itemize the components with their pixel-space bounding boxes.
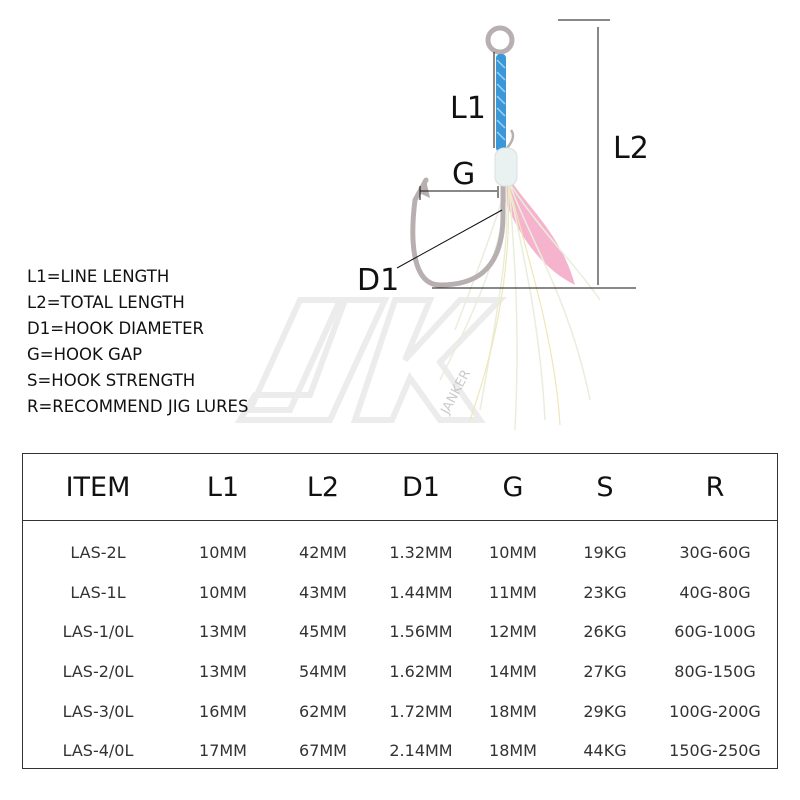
header-l1: L1 <box>206 471 240 503</box>
cell-s: 19KG <box>583 543 627 563</box>
cell-l2: 42MM <box>299 543 347 563</box>
cell-r: 150G-250G <box>669 741 761 761</box>
cell-l2: 43MM <box>299 582 347 602</box>
legend-hook-diameter: D1=HOOK DIAMETER <box>27 319 204 338</box>
cell-item: LAS-2L <box>70 543 126 563</box>
cell-l1: 10MM <box>199 582 247 602</box>
cell-d1: 1.44MM <box>389 582 453 602</box>
table-row: LAS-4/0L 17MM 67MM 2.14MM 18MM 44KG 150G… <box>23 731 777 771</box>
cell-s: 44KG <box>583 741 627 761</box>
label-g: G <box>452 157 476 192</box>
header-g: G <box>502 471 524 503</box>
cell-s: 29KG <box>583 701 627 721</box>
feather-skirt <box>439 175 601 431</box>
cell-r: 100G-200G <box>669 701 761 721</box>
label-d1: D1 <box>357 263 400 298</box>
legend: L1=LINE LENGTH L2=TOTAL LENGTH D1=HOOK D… <box>27 264 248 420</box>
hook-body <box>410 127 506 288</box>
label-l2: L2 <box>613 131 649 166</box>
cell-l2: 54MM <box>299 662 347 682</box>
hook-diagram: JANKER <box>234 19 636 431</box>
cell-r: 60G-100G <box>674 622 756 642</box>
table-row: LAS-2/0L 13MM 54MM 1.62MM 14MM 27KG 80G-… <box>23 652 777 692</box>
header-r: R <box>705 471 725 503</box>
cell-item: LAS-1L <box>70 582 126 602</box>
cell-l2: 62MM <box>299 701 347 721</box>
cell-item: LAS-3/0L <box>62 701 134 721</box>
header-d1: D1 <box>402 471 440 503</box>
cell-r: 40G-80G <box>679 582 751 602</box>
label-l1: L1 <box>450 91 486 126</box>
legend-line-length: L1=LINE LENGTH <box>27 267 170 286</box>
eye-ring <box>485 25 515 55</box>
cell-s: 27KG <box>583 662 627 682</box>
cell-d1: 2.14MM <box>389 741 453 761</box>
table-row: LAS-1/0L 13MM 45MM 1.56MM 12MM 26KG 60G-… <box>23 612 777 652</box>
cell-d1: 1.62MM <box>389 662 453 682</box>
cell-s: 23KG <box>583 582 627 602</box>
legend-hook-strength: S=HOOK STRENGTH <box>27 371 196 390</box>
table-row: LAS-3/0L 16MM 62MM 1.72MM 18MM 29KG 100G… <box>23 691 777 731</box>
cell-g: 12MM <box>489 622 537 642</box>
cell-d1: 1.56MM <box>389 622 453 642</box>
table-header: ITEM L1 L2 D1 G S R <box>23 454 777 521</box>
cell-l1: 13MM <box>199 622 247 642</box>
table-body: LAS-2L 10MM 42MM 1.32MM 10MM 19KG 30G-60… <box>23 521 777 771</box>
cell-d1: 1.32MM <box>389 543 453 563</box>
cell-g: 11MM <box>489 582 537 602</box>
cell-l1: 13MM <box>199 662 247 682</box>
table-row: LAS-2L 10MM 42MM 1.32MM 10MM 19KG 30G-60… <box>23 533 777 573</box>
cell-r: 30G-60G <box>679 543 751 563</box>
header-s: S <box>596 471 614 503</box>
cell-g: 10MM <box>489 543 537 563</box>
cell-g: 14MM <box>489 662 537 682</box>
glow-sleeve <box>494 147 518 187</box>
dimension-lines <box>396 19 636 289</box>
cell-item: LAS-1/0L <box>62 622 134 642</box>
cell-l1: 17MM <box>199 741 247 761</box>
cell-g: 18MM <box>489 741 537 761</box>
header-l2: L2 <box>306 471 340 503</box>
cell-l1: 10MM <box>199 543 247 563</box>
legend-recommend-jig: R=RECOMMEND JIG LURES <box>27 397 249 416</box>
legend-total-length: L2=TOTAL LENGTH <box>27 293 185 312</box>
legend-hook-gap: G=HOOK GAP <box>27 345 143 364</box>
cell-item: LAS-4/0L <box>62 741 134 761</box>
cell-l2: 67MM <box>299 741 347 761</box>
cell-r: 80G-150G <box>674 662 756 682</box>
cell-g: 18MM <box>489 701 537 721</box>
cell-l2: 45MM <box>299 622 347 642</box>
header-item: ITEM <box>65 471 131 503</box>
table-row: LAS-1L 10MM 43MM 1.44MM 11MM 23KG 40G-80… <box>23 573 777 613</box>
cell-item: LAS-2/0L <box>62 662 134 682</box>
cell-l1: 16MM <box>199 701 247 721</box>
cell-s: 26KG <box>583 622 627 642</box>
watermark-logo <box>234 297 508 423</box>
cell-d1: 1.72MM <box>389 701 453 721</box>
spec-table: ITEM L1 L2 D1 G S R LAS-2L 10MM 42MM 1.3… <box>22 453 778 769</box>
